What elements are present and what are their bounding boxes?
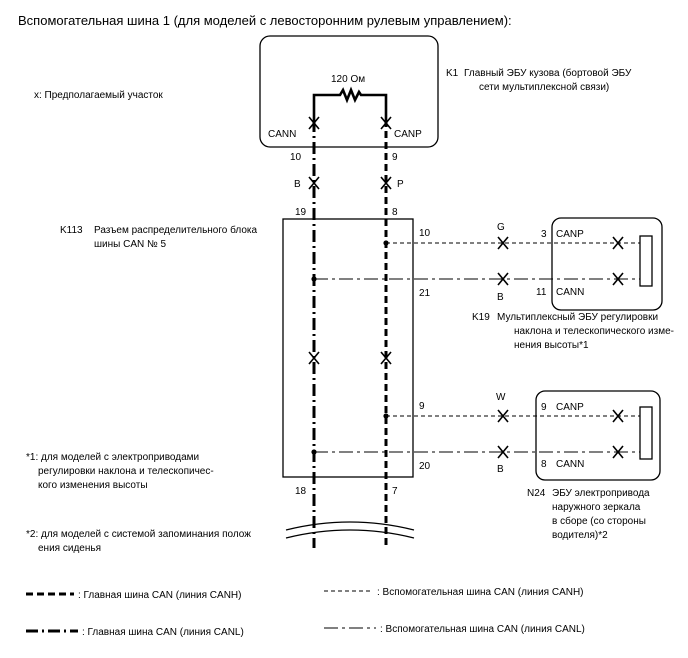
k19-code: K19 [472,312,490,323]
k113-name-line1: Разъем распределительного блока [94,224,258,236]
k19-ecu-box [551,217,663,311]
suspected-area-note: x: Предполагаемый участок [34,90,163,101]
k1-name-line1: Главный ЭБУ кузова (бортовой ЭБУ [464,67,632,79]
n24-ecu-box [535,390,661,481]
k1-pin-cann: 10 [290,152,302,163]
k113-junction-box [282,218,414,478]
k19-pin-cann: 11 [536,287,547,298]
legend-main-canl: : Главная шина CAN (линия CANL) [82,627,244,638]
wire-color-b-n24: B [497,464,504,475]
wire-break-top [285,521,415,531]
k1-name-line2: сети мультиплексной связи) [479,82,609,93]
k113-code: K113 [60,225,83,236]
k1-canp-label: CANP [394,129,422,140]
n24-code: N24 [527,488,546,499]
k1-pin-canp: 9 [392,152,398,163]
wire-color-g: G [497,222,505,233]
n24-connector [639,406,653,460]
legend-sub-canl: : Вспомогательная шина CAN (линия CANL) [380,624,585,635]
note-1-line3: кого изменения высоты [38,480,148,491]
k113-pin-top-left: 19 [295,207,307,218]
k1-ecu-box [259,35,439,148]
k113-pin-21: 21 [419,288,431,299]
wire-color-b-main: B [294,179,301,190]
k113-pin-top-right: 8 [392,207,398,218]
wire-color-b-k19: B [497,292,504,303]
k113-pin-bottom-right: 7 [392,486,398,497]
k113-pin-20: 20 [419,461,431,472]
legend-main-canh: : Главная шина CAN (линия CANH) [78,590,241,601]
k19-pin-canp: 3 [541,229,547,240]
n24-canp-label: CANP [556,402,584,413]
k113-pin-bottom-left: 18 [295,486,307,497]
k19-name-line1: Мультиплексный ЭБУ регулировки [497,312,658,323]
resistor-label: 120 Ом [331,74,365,85]
k19-canp-label: CANP [556,229,584,240]
note-1-line2: регулировки наклона и телескопичес- [38,466,214,477]
k19-name-line2: наклона и телескопического изме- [514,326,674,337]
k1-cann-label: CANN [268,129,296,140]
k113-pin-9: 9 [419,401,425,412]
wire-color-p-main: P [397,179,404,190]
n24-name-line2: наружного зеркала [552,502,641,513]
suspected-mark-k19-canp [612,236,624,250]
n24-name-line3: в сборе (со стороны [552,515,646,527]
k19-cann-label: CANN [556,287,584,298]
legend-sub-canh: : Вспомогательная шина CAN (линия CANH) [377,587,584,598]
note-1-line1: *1: для моделей с электроприводами [26,452,199,463]
note-2-line1: *2: для моделей с системой запоминания п… [26,529,251,540]
diagram-title: Вспомогательная шина 1 (для моделей с ле… [18,13,512,28]
k113-pin-10: 10 [419,228,431,239]
n24-cann-label: CANN [556,459,584,470]
wire-color-w: W [496,392,506,403]
k113-name-line2: шины CAN № 5 [94,239,166,250]
n24-name-line4: водителя)*2 [552,530,608,541]
n24-pin-cann: 8 [541,459,547,470]
k19-connector [639,235,653,287]
suspected-mark-n24-canp [612,409,624,423]
terminating-resistor [312,86,388,120]
k1-code: K1 [446,68,459,79]
note-2-line2: ения сиденья [38,543,101,554]
n24-pin-canp: 9 [541,402,547,413]
k19-name-line3: нения высоты*1 [514,340,589,351]
wire-break-bottom [285,529,415,539]
n24-name-line1: ЭБУ электропривода [552,488,650,499]
